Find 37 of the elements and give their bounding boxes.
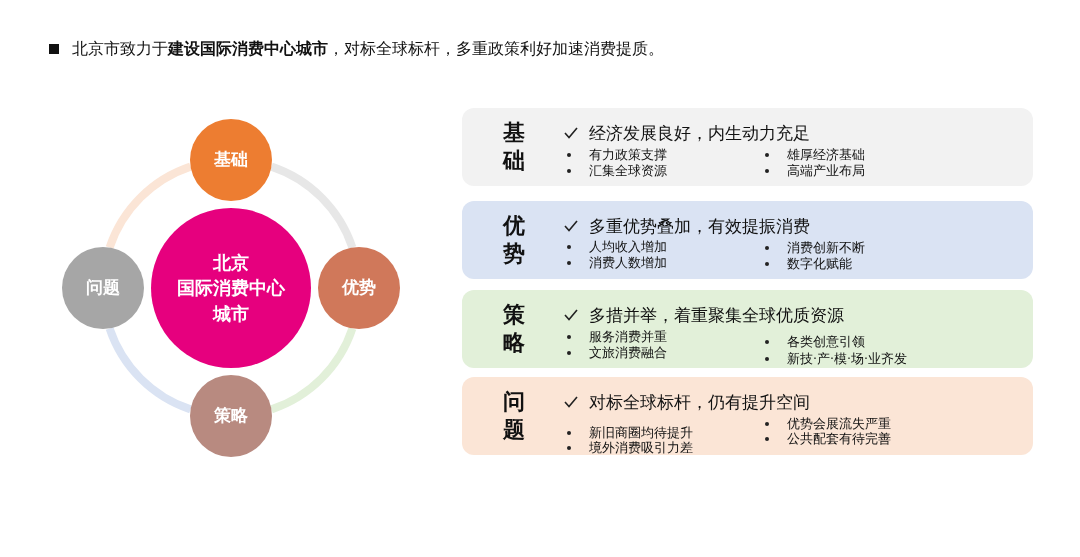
- bullet-item: 人均收入增加: [565, 239, 667, 255]
- bullet-item: 雄厚经济基础: [763, 147, 865, 163]
- ring-arc: [105, 327, 192, 414]
- bullet-item: 数字化赋能: [763, 256, 852, 272]
- bullet-item: 有力政策支撑: [565, 147, 667, 163]
- panel-card: [462, 290, 1033, 368]
- bullet-item: 服务消费并重: [565, 329, 667, 345]
- panel-card: [462, 201, 1033, 279]
- panel-heading: 问题: [502, 388, 526, 444]
- ring-arc: [270, 162, 357, 249]
- bullet-item: 文旅消费融合: [565, 345, 667, 361]
- circle-label: 策略: [213, 404, 249, 428]
- bullet-item: 优势会展流失严重: [763, 416, 891, 432]
- panel-card: [462, 377, 1033, 455]
- bullet-item: 公共配套有待完善: [763, 431, 891, 447]
- summary-text: 经济发展良好，内生动力充足: [589, 123, 810, 143]
- panel-card: [462, 108, 1033, 186]
- bullet-item: 消费创新不断: [763, 240, 865, 256]
- circle-label: 问题: [85, 276, 121, 300]
- bullet-item: 境外消费吸引力差: [565, 440, 693, 456]
- bullet-item: 汇集全球资源: [565, 163, 667, 179]
- bullet-item: 高端产业布局: [763, 163, 865, 179]
- panel-heading: 基础: [502, 119, 526, 175]
- bullet-item: 新旧商圈均待提升: [565, 425, 693, 441]
- summary-text: 对标全球标杆，仍有提升空间: [589, 392, 810, 412]
- circle-label: 基础: [213, 148, 249, 172]
- circle-label: 优势: [341, 276, 377, 300]
- bullet-item: 消费人数增加: [565, 255, 667, 271]
- summary-text: 多重优势叠加，有效提振消费: [589, 216, 810, 236]
- bullet-item: 新技·产·模·场·业齐发: [763, 351, 907, 367]
- panel-heading: 策略: [502, 301, 526, 357]
- circle-label: 北京国际消费中心城市: [176, 251, 286, 326]
- title: 北京市致力于建设国际消费中心城市，对标全球标杆，多重政策利好加速消费提质。: [72, 38, 664, 60]
- ring-arc: [270, 327, 357, 414]
- panel-heading: 优势: [502, 212, 526, 268]
- summary-text: 多措并举，着重聚集全球优质资源: [589, 305, 844, 325]
- bullet-item: 各类创意引领: [763, 334, 865, 350]
